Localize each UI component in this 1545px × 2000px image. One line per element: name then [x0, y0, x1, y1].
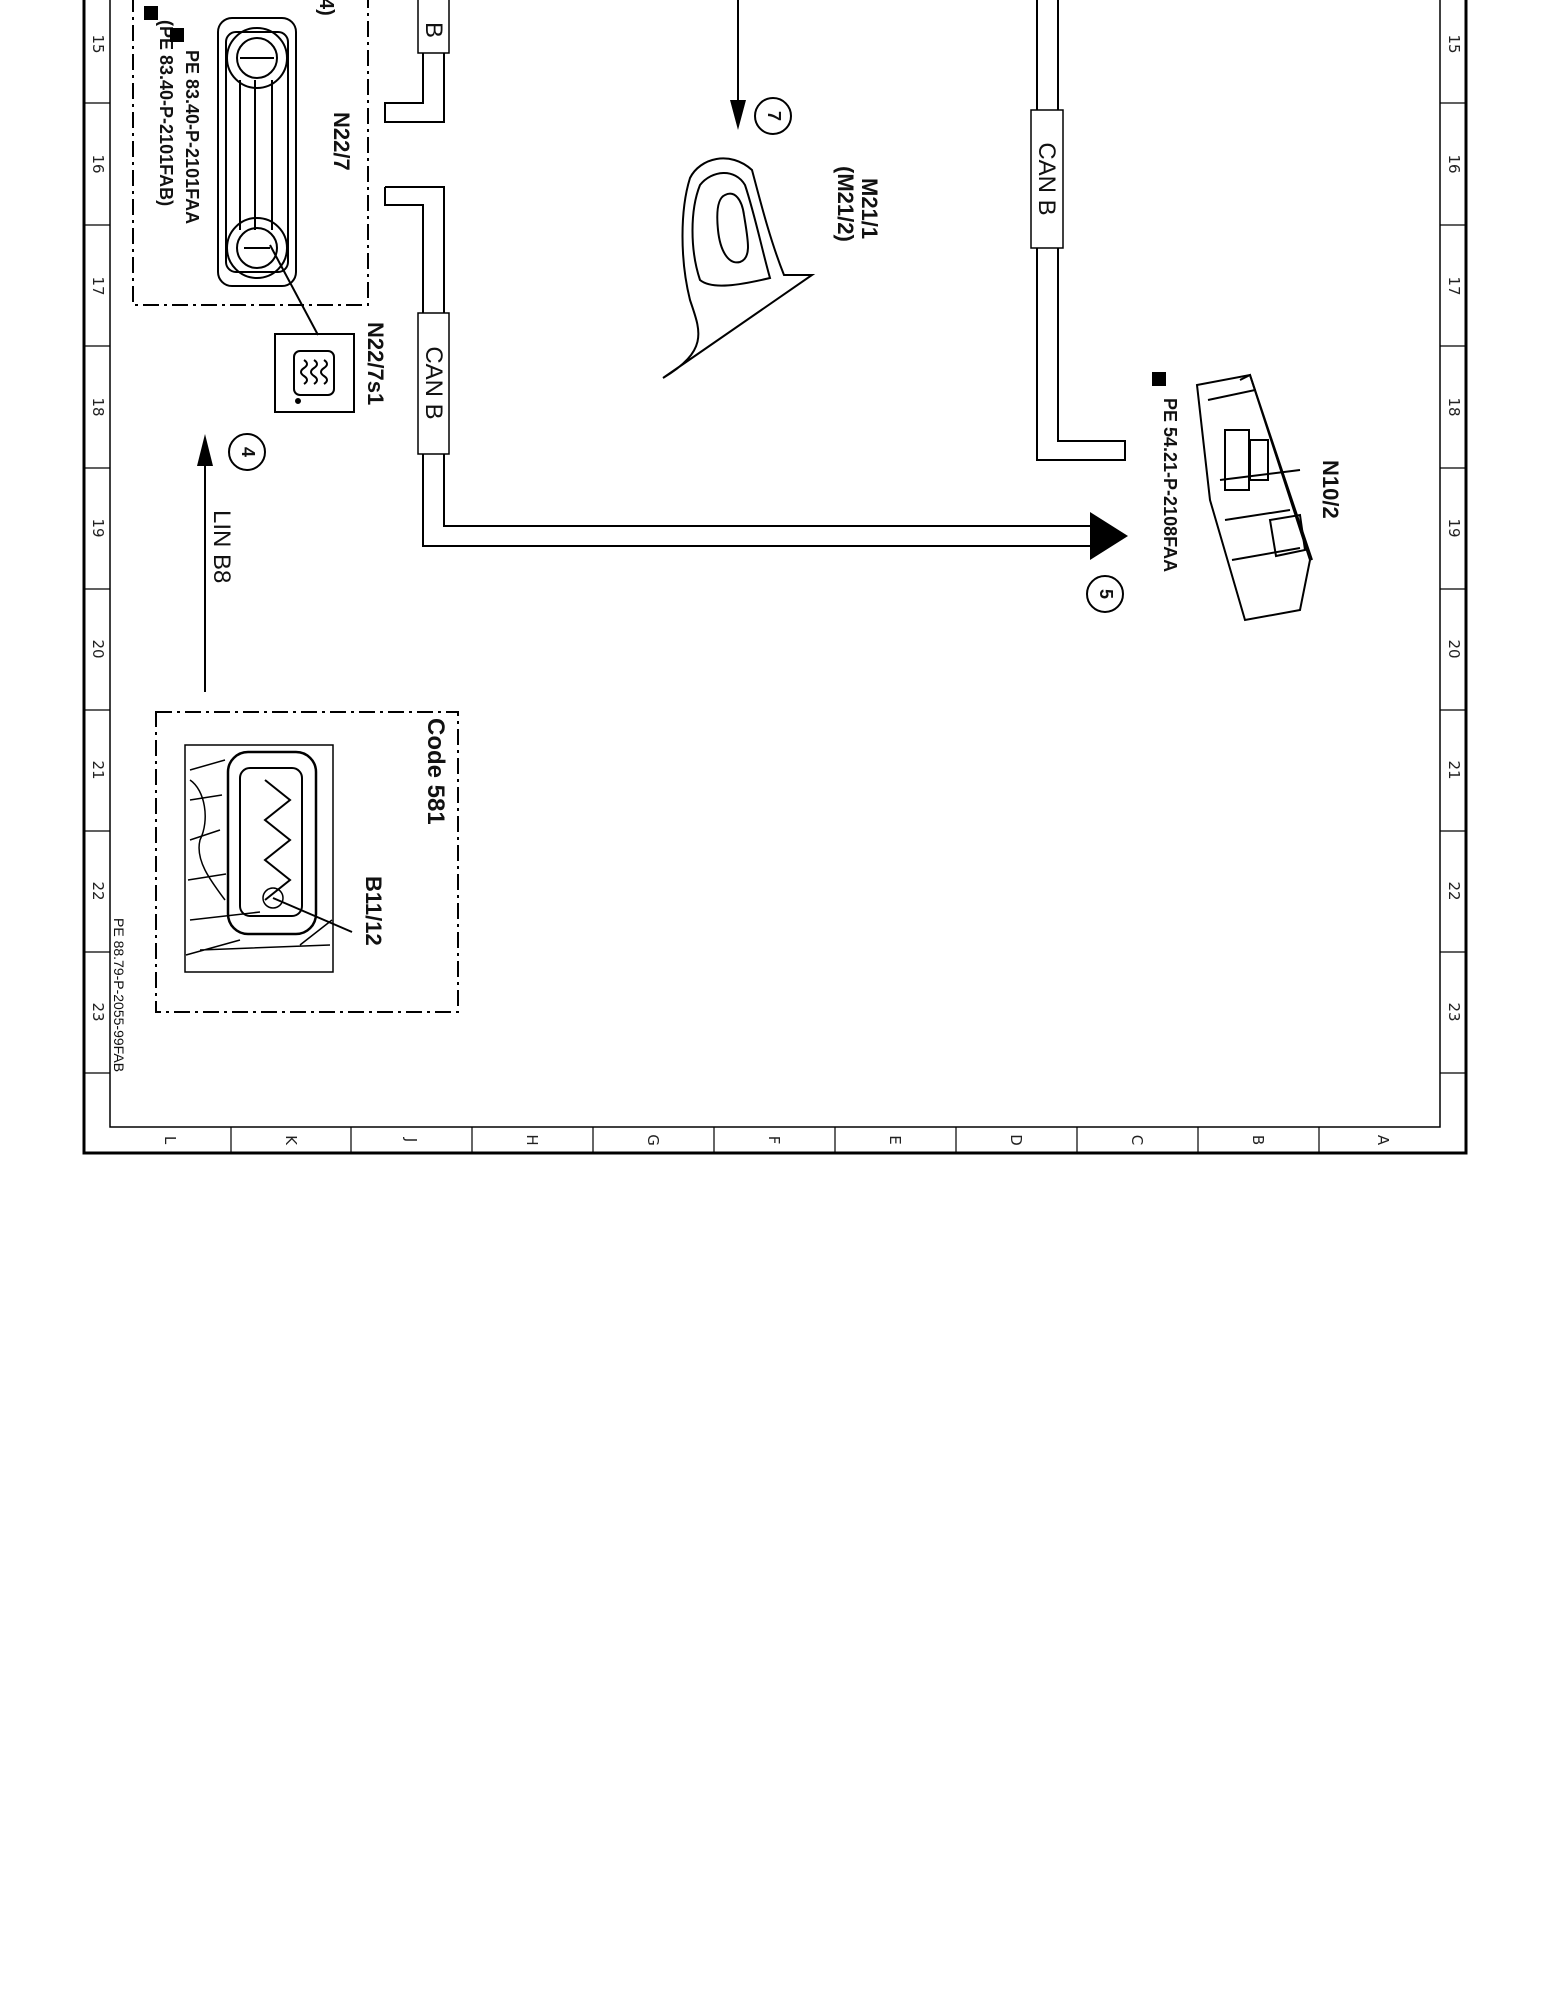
- marker-5: 5: [1086, 575, 1124, 613]
- climate-control-ref-alt: (PE 83.40-P-2101FAB): [156, 20, 176, 206]
- can-label-top-text: B: [420, 22, 447, 38]
- column-letter: E: [886, 1135, 904, 1144]
- hand-pointer-icon: [144, 6, 158, 20]
- control-unit-icon: [1195, 373, 1313, 622]
- row-ticks: [84, 102, 1466, 1074]
- can-arrow-head: [1090, 512, 1128, 560]
- column-letters: L K J H G F E D C B A: [161, 1134, 1392, 1146]
- marker-4: 4: [238, 447, 258, 457]
- row-number: 22: [1445, 881, 1463, 900]
- sensor-code: Code 581: [422, 718, 449, 825]
- column-letter: F: [765, 1136, 783, 1145]
- row-number: 15: [1445, 34, 1463, 53]
- rear-defroster-switch-id: N22/7s1: [363, 322, 388, 405]
- column-letter: K: [282, 1135, 300, 1146]
- row-number: 18: [89, 397, 107, 416]
- mirror-id: M21/1: [857, 178, 882, 239]
- row-number: 20: [89, 639, 107, 658]
- row-number: 19: [89, 518, 107, 537]
- can-label-middle-text: CAN B: [420, 346, 447, 419]
- row-number: 21: [1445, 760, 1463, 779]
- row-number: 23: [89, 1002, 107, 1021]
- mirror-icon: [662, 157, 816, 379]
- hand-pointer-icon: [170, 28, 184, 42]
- column-letter: C: [1128, 1135, 1146, 1145]
- row-numbers-left: 15 16 17 18 19 20 21 22 23: [89, 34, 107, 1021]
- marker-7: 7: [764, 111, 784, 121]
- column-letter: A: [1374, 1135, 1392, 1146]
- climate-control-ref: PE 83.40-P-2101FAA: [182, 50, 202, 224]
- column-letter: G: [644, 1134, 662, 1146]
- diagram-frame: [82, 0, 1468, 1155]
- row-number: 15: [89, 34, 107, 53]
- column-letter: B: [1249, 1135, 1267, 1145]
- partial-top-label: 4): [315, 0, 337, 16]
- row-number: 22: [89, 881, 107, 900]
- sensor-illustration: [184, 744, 353, 973]
- rear-defroster-switch-group: N22/7s1: [274, 322, 388, 413]
- row-number: 17: [89, 276, 107, 295]
- can-label-top: B: [417, 0, 450, 54]
- rear-defroster-switch: [274, 333, 355, 413]
- marker-5-text: 5: [1096, 589, 1116, 599]
- row-number: 16: [1445, 154, 1463, 173]
- can-bus-wiring: [384, 0, 1126, 547]
- column-letter: L: [161, 1136, 179, 1145]
- column-letter: D: [1007, 1134, 1025, 1146]
- row-number: 16: [89, 154, 107, 173]
- column-letter: H: [523, 1134, 541, 1145]
- sensor-group: Code 581 B11/12: [155, 711, 459, 1013]
- row-number: 21: [89, 760, 107, 779]
- control-unit-ref: PE 54.21-P-2108FAA: [1160, 398, 1180, 572]
- row-number: 23: [1445, 1002, 1463, 1021]
- lin-bus: 4 LIN B8: [197, 433, 266, 692]
- can-label-right-text: CAN B: [1033, 142, 1060, 215]
- climate-control-unit-icon: [217, 17, 319, 336]
- row-number: 18: [1445, 397, 1463, 416]
- marker-7-arrow: 7: [730, 0, 792, 135]
- column-letter: J: [402, 1137, 420, 1142]
- sensor-id: B11/12: [361, 876, 386, 946]
- drawing-id: PE 88.79-P-2055-99FAB: [111, 918, 127, 1072]
- rear-defroster-icon: [293, 350, 335, 404]
- row-numbers-right: 15 16 17 18 19 20 21 22 23: [1445, 34, 1463, 1021]
- column-ticks: [230, 1127, 1320, 1153]
- climate-control-id: N22/7: [329, 112, 354, 171]
- row-number: 17: [1445, 276, 1463, 295]
- control-unit-id: N10/2: [1318, 460, 1343, 519]
- row-number: 20: [1445, 639, 1463, 658]
- can-label-middle: CAN B: [417, 312, 450, 455]
- mirror-alt-id: (M21/2): [833, 166, 858, 242]
- lin-label: LIN B8: [208, 510, 235, 583]
- climate-control-group: 4) N22/7 PE 83.40-P-2101FAA (PE 83.40-P-…: [132, 0, 369, 336]
- row-number: 19: [1445, 518, 1463, 537]
- hand-pointer-icon: [1152, 372, 1166, 386]
- control-unit-group: N10/2 PE 54.21-P-2108FAA: [1152, 372, 1343, 622]
- can-label-right: CAN B: [1030, 109, 1064, 249]
- mirror-group: M21/1 (M21/2): [662, 157, 882, 379]
